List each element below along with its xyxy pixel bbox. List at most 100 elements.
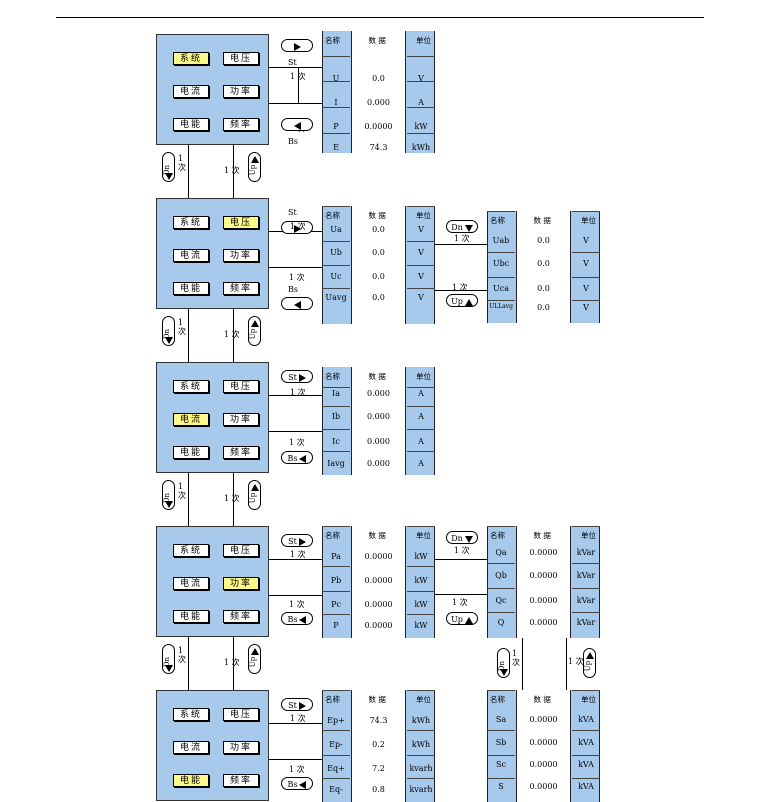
bs-button[interactable]: Bs	[281, 612, 313, 625]
st-button[interactable]	[281, 39, 313, 52]
play-left-icon	[293, 301, 301, 309]
row-divider	[407, 451, 435, 452]
one-label: 1	[178, 646, 184, 655]
dn-vertical-button[interactable]: Dn	[162, 316, 175, 346]
dn-connector	[435, 559, 487, 560]
bs-button[interactable]	[281, 118, 313, 131]
menu-button-curr[interactable]: 电流	[173, 741, 209, 754]
dn-vertical-button[interactable]: Dn	[162, 152, 175, 182]
row-value: 0.0	[537, 259, 550, 268]
menu-button-energy[interactable]: 电能	[173, 118, 209, 131]
row-name: Pa	[331, 552, 341, 561]
dn-button[interactable]: Dn	[446, 220, 478, 233]
bs-button[interactable]: Bs	[281, 777, 313, 790]
menu-button-energy[interactable]: 电能	[173, 610, 209, 623]
row-divider	[572, 277, 600, 278]
header-name: 名称	[325, 531, 340, 540]
pill-label: St	[288, 537, 297, 546]
menu-button-volt[interactable]: 电压	[223, 708, 259, 721]
dn-vertical-button[interactable]: Dn	[497, 648, 510, 678]
row-unit: kVar	[576, 618, 596, 627]
menu-button-power[interactable]: 功率	[223, 577, 259, 590]
menu-button-sys[interactable]: 系统	[173, 380, 209, 393]
menu-button-power[interactable]: 功率	[223, 413, 259, 426]
bs-button[interactable]: Bs	[281, 451, 313, 464]
up-vertical-button[interactable]: Up	[248, 644, 261, 674]
row-name: Ep+	[327, 716, 345, 725]
once-label: 1 次	[290, 222, 306, 231]
menu-button-energy[interactable]: 电能	[173, 774, 209, 787]
menu-button-freq[interactable]: 频率	[223, 610, 259, 623]
row-unit: V	[418, 293, 424, 302]
header-name: 名称	[490, 216, 505, 225]
up-button[interactable]: Up	[446, 294, 478, 307]
st-button[interactable]: St	[281, 534, 313, 547]
st-button[interactable]	[281, 221, 313, 234]
dn-button[interactable]: Dn	[446, 531, 478, 544]
once-label: 1 次	[290, 714, 306, 723]
ci-label: 次	[178, 163, 186, 172]
bs-button[interactable]	[281, 297, 313, 310]
row-name: Uavg	[325, 293, 347, 302]
menu-button-sys[interactable]: 系统	[173, 216, 209, 229]
row-divider	[572, 252, 600, 253]
st-connector	[269, 723, 322, 724]
menu-button-volt[interactable]: 电压	[223, 216, 259, 229]
menu-button-energy[interactable]: 电能	[173, 282, 209, 295]
up-connector	[435, 290, 487, 291]
menu-button-energy[interactable]: 电能	[173, 446, 209, 459]
up-vertical-button[interactable]: Up	[583, 648, 596, 678]
st-button[interactable]: St	[281, 698, 313, 711]
up-vertical-button[interactable]: Up	[248, 316, 261, 346]
header-name: 名称	[490, 695, 505, 704]
menu-button-power[interactable]: 功率	[223, 249, 259, 262]
row-name: Ua	[330, 225, 342, 234]
row-divider	[407, 107, 435, 108]
menu-button-curr[interactable]: 电流	[173, 249, 209, 262]
row-divider	[572, 612, 600, 613]
menu-link-down	[188, 309, 189, 362]
up-vertical-button[interactable]: Up	[248, 152, 261, 182]
dn-vertical-button[interactable]: Dn	[162, 644, 175, 674]
menu-button-freq[interactable]: 频率	[223, 446, 259, 459]
header-unit: 单位	[581, 216, 596, 225]
menu-button-freq[interactable]: 频率	[223, 282, 259, 295]
dn-vertical-button[interactable]: Dn	[162, 480, 175, 510]
row-value: 0.0000	[529, 571, 558, 580]
menu-button-volt[interactable]: 电压	[223, 380, 259, 393]
menu-button-sys[interactable]: 系统	[173, 708, 209, 721]
pill-label: St	[288, 701, 297, 710]
up-vertical-button[interactable]: Up	[248, 480, 261, 510]
row-value: 0.0	[372, 225, 385, 234]
row-divider	[572, 588, 600, 589]
name-column	[487, 526, 517, 638]
row-name: Ic	[332, 437, 340, 446]
menu-button-volt[interactable]: 电压	[223, 544, 259, 557]
menu-button-sys[interactable]: 系统	[173, 544, 209, 557]
row-divider	[487, 588, 515, 589]
menu-button-curr[interactable]: 电流	[173, 85, 209, 98]
menu-button-sys[interactable]: 系统	[173, 52, 209, 65]
pill-label: Up	[249, 492, 258, 504]
menu-button-volt[interactable]: 电压	[223, 52, 259, 65]
header-data: 数 据	[368, 372, 386, 381]
menu-button-freq[interactable]: 频率	[223, 774, 259, 787]
st-button[interactable]: St	[281, 370, 313, 383]
bs-connector	[269, 431, 322, 432]
row-divider	[487, 612, 515, 613]
st-label: St	[288, 58, 297, 67]
row-unit: kW	[414, 576, 428, 585]
menu-button-curr[interactable]: 电流	[173, 413, 209, 426]
row-value: 0.0	[372, 272, 385, 281]
up-button[interactable]: Up	[446, 612, 478, 625]
menu-button-power[interactable]: 功率	[223, 741, 259, 754]
row-value: 0.8	[372, 785, 385, 794]
row-unit: A	[418, 437, 424, 446]
row-divider	[322, 133, 350, 134]
menu-button-freq[interactable]: 频率	[223, 118, 259, 131]
row-divider	[487, 300, 515, 301]
triangle-down-icon	[464, 535, 473, 543]
menu-button-curr[interactable]: 电流	[173, 577, 209, 590]
menu-button-power[interactable]: 功率	[223, 85, 259, 98]
